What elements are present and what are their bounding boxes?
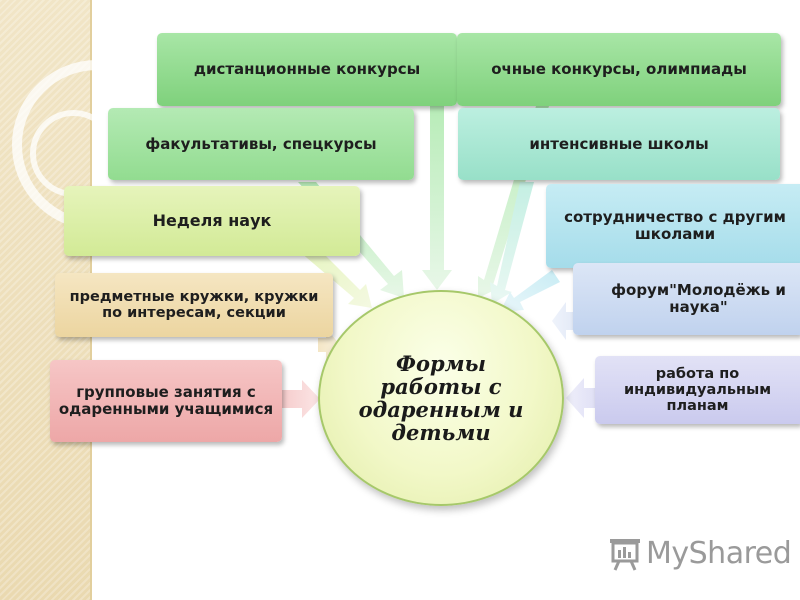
arrow-forum bbox=[552, 302, 582, 340]
arrow-individual-plans bbox=[566, 378, 600, 418]
box-clubs: предметные кружки, кружки по интересам, … bbox=[55, 273, 333, 337]
central-hub: Формы работы с одаренным и детьми bbox=[318, 290, 564, 506]
box-intensive-schools: интенсивные школы bbox=[458, 108, 780, 180]
box-forum: форум"Молодёжь и наука" bbox=[573, 263, 800, 335]
arrow-cooperation bbox=[500, 270, 560, 312]
arrow-clubs bbox=[318, 328, 340, 362]
logo-text: MyShared bbox=[646, 535, 792, 571]
box-cooperation: сотрудничество с другим школами bbox=[546, 184, 800, 268]
arrow-group-lessons bbox=[282, 380, 320, 418]
box-distance-contests: дистанционные конкурсы bbox=[157, 33, 457, 106]
box-group-lessons: групповые занятия с одаренными учащимися bbox=[50, 360, 282, 442]
box-fulltime-contests: очные конкурсы, олимпиады bbox=[457, 33, 781, 106]
presentation-board-icon bbox=[610, 539, 640, 571]
arrow-distance-contests bbox=[422, 106, 452, 290]
box-science-week: Неделя наук bbox=[64, 186, 360, 256]
box-individual-plans: работа по индивидуальным планам bbox=[595, 356, 800, 424]
box-electives: факультативы, спецкурсы bbox=[108, 108, 414, 180]
hub-title: Формы работы с одаренным и детьми bbox=[358, 350, 524, 446]
arrow-intensive-schools bbox=[490, 182, 534, 304]
arrow-science-week bbox=[300, 248, 372, 308]
myshared-logo: MyShared bbox=[606, 533, 792, 573]
